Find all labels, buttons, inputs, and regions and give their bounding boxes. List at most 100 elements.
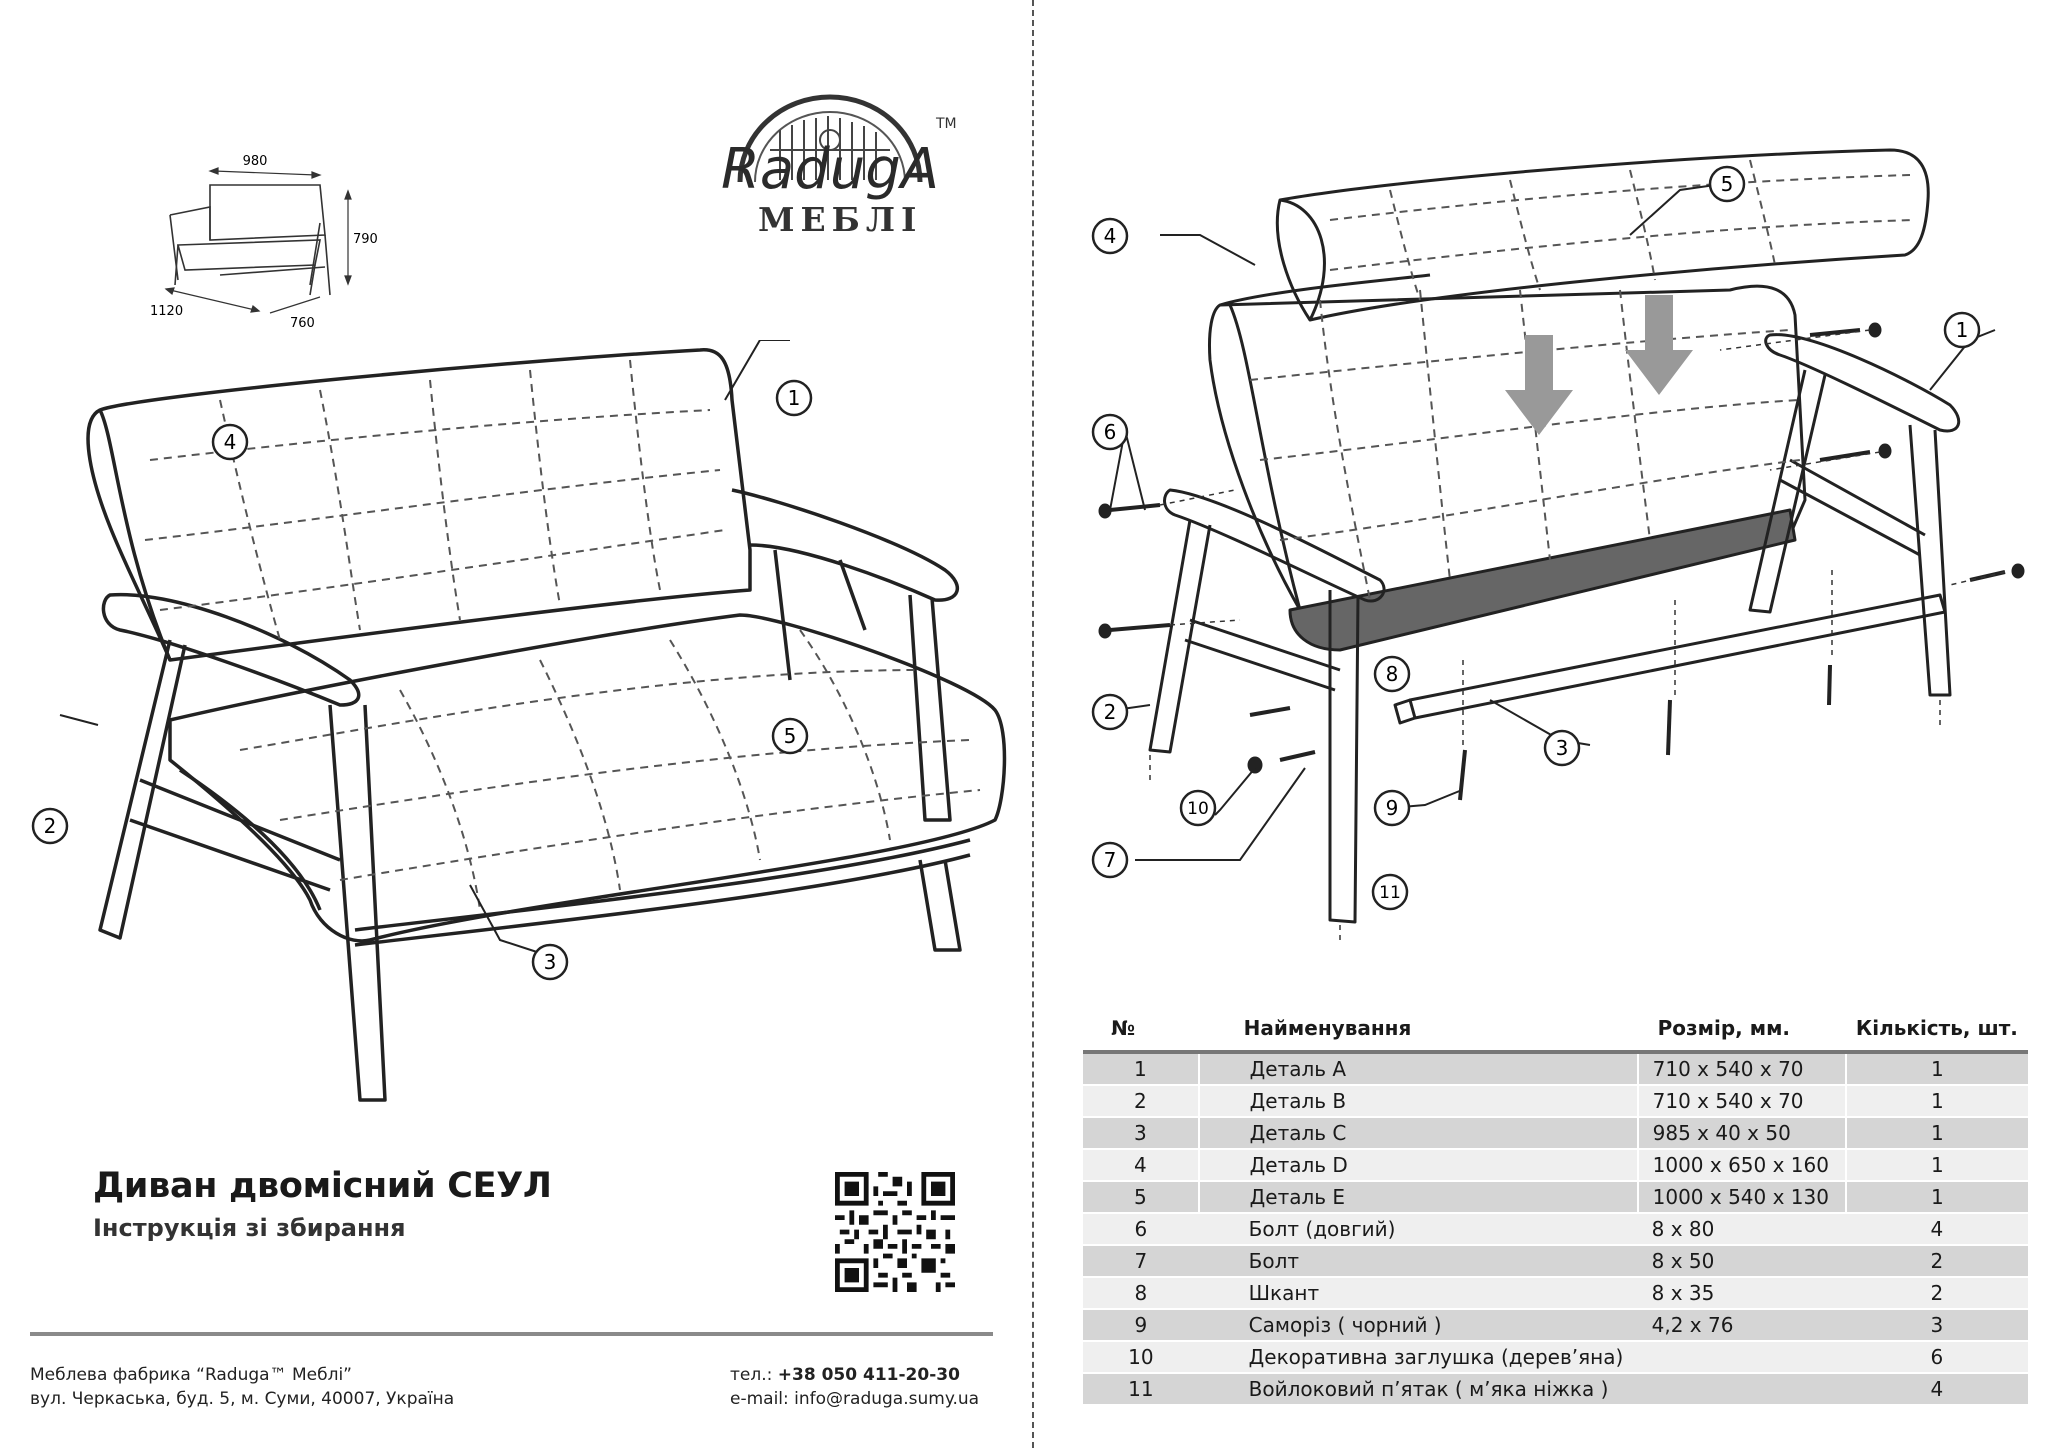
logo-text: RadugA: [721, 137, 939, 200]
svg-text:1: 1: [1956, 318, 1969, 342]
row-name: Саморіз ( чорний ): [1198, 1309, 1638, 1342]
right-callout-11: 11: [1371, 873, 1409, 911]
svg-text:1: 1: [788, 386, 801, 410]
logo-tm: TM: [935, 116, 957, 132]
svg-text:2: 2: [44, 814, 57, 838]
svg-text:6: 6: [1104, 420, 1117, 444]
email-address: info@raduga.sumy.ua: [794, 1389, 980, 1409]
row-size: 710 x 540 x 70: [1636, 1085, 1846, 1118]
footer-divider: [30, 1332, 993, 1336]
right-callout-5: 5: [1708, 165, 1746, 203]
row-qty: 1: [1844, 1085, 2028, 1118]
product-title: Диван двомісний СЕУЛ: [93, 1166, 552, 1206]
product-subtitle: Інструкція зі збирання: [93, 1214, 406, 1242]
qr-code: [835, 1172, 955, 1292]
row-no: 3: [1083, 1117, 1199, 1150]
row-size: 710 x 540 x 70: [1636, 1052, 1846, 1086]
row-name: Шкант: [1198, 1277, 1638, 1310]
footer-address: вул. Черкаська, буд. 5, м. Суми, 40007, …: [30, 1389, 455, 1409]
row-size: 8 x 50: [1637, 1245, 1846, 1278]
table-header-row: № Найменування Розмір, мм. Кількість, шт…: [1083, 1010, 2028, 1054]
row-no: 10: [1083, 1341, 1199, 1374]
header-qty: Кількість, шт.: [1845, 1010, 2028, 1054]
row-name: Декоративна заглушка (дерев’яна): [1198, 1341, 1846, 1374]
phone-number: +38 050 411-20-30: [777, 1365, 960, 1385]
svg-text:5: 5: [784, 724, 797, 748]
svg-text:3: 3: [544, 950, 557, 974]
svg-text:4: 4: [224, 430, 237, 454]
svg-text:11: 11: [1379, 883, 1401, 903]
svg-text:10: 10: [1187, 799, 1209, 819]
svg-text:8: 8: [1386, 662, 1399, 686]
row-size: 985 x 40 x 50: [1636, 1117, 1846, 1150]
row-name: Деталь D: [1197, 1149, 1638, 1182]
row-name: Болт (довгий): [1198, 1213, 1638, 1246]
dim-length: 1120: [150, 304, 183, 319]
row-qty: 4: [1845, 1373, 2028, 1406]
dimension-sketch: 980 790 1120 760: [150, 154, 378, 331]
right-callout-1: 1: [1943, 311, 1981, 349]
svg-text:7: 7: [1104, 848, 1117, 872]
row-qty: 2: [1845, 1245, 2028, 1278]
row-name: Войлоковий п’ятак ( м’яка ніжка ): [1198, 1373, 1846, 1406]
right-callout-8: 8: [1373, 655, 1411, 693]
right-callout-6: 6: [1091, 413, 1129, 451]
row-no: 1: [1083, 1052, 1199, 1086]
footer-phone: тел.: +38 050 411-20-30: [730, 1364, 960, 1387]
svg-text:2: 2: [1104, 700, 1117, 724]
svg-text:9: 9: [1386, 796, 1399, 820]
row-qty: 1: [1844, 1149, 2028, 1182]
row-no: 8: [1083, 1277, 1199, 1310]
page-fold-line: [1032, 0, 1034, 1448]
row-size: 4,2 x 76: [1637, 1309, 1846, 1342]
dim-depth: 760: [290, 316, 315, 331]
row-name: Деталь В: [1197, 1085, 1638, 1118]
row-no: 2: [1083, 1085, 1199, 1118]
right-callout-2: 2: [1091, 693, 1129, 731]
row-qty: 3: [1845, 1309, 2028, 1342]
svg-text:5: 5: [1721, 172, 1734, 196]
footer-email: e-mail: info@raduga.sumy.ua: [730, 1388, 979, 1411]
assembled-sofa-illustration: [59, 340, 1007, 1102]
row-qty: 1: [1844, 1052, 2028, 1086]
exploded-assembly-diagram: [1098, 148, 2025, 940]
row-qty: 4: [1845, 1213, 2028, 1246]
svg-text:4: 4: [1104, 224, 1117, 248]
parts-table: № Найменування Розмір, мм. Кількість, шт…: [1083, 1010, 2028, 1406]
svg-text:3: 3: [1556, 736, 1569, 760]
brand-subtitle: МЕБЛІ: [758, 200, 923, 239]
right-callout-10: 10: [1179, 789, 1217, 827]
left-callout-4: 4: [211, 423, 249, 461]
row-no: 11: [1083, 1373, 1199, 1406]
phone-label: тел.:: [730, 1365, 773, 1385]
right-callout-7: 7: [1091, 841, 1129, 879]
row-no: 9: [1083, 1309, 1199, 1342]
right-callout-9: 9: [1373, 789, 1411, 827]
row-name: Деталь А: [1197, 1052, 1638, 1086]
row-size: 8 x 35: [1637, 1277, 1846, 1310]
right-callout-3: 3: [1543, 729, 1581, 767]
header-size: Розмір, мм.: [1637, 1010, 1846, 1054]
row-no: 4: [1083, 1149, 1199, 1182]
row-name: Деталь С: [1197, 1117, 1638, 1150]
dim-width: 980: [243, 154, 268, 169]
row-size: 1000 x 650 x 160: [1636, 1149, 1846, 1182]
row-qty: 6: [1845, 1341, 2028, 1374]
row-qty: 1: [1844, 1117, 2028, 1150]
header-name: Найменування: [1198, 1010, 1638, 1054]
row-size: 8 x 80: [1637, 1213, 1846, 1246]
left-callout-1: 1: [775, 379, 813, 417]
header-no: №: [1083, 1010, 1199, 1054]
footer-company: Меблева фабрика “Raduga™ Меблі”: [30, 1365, 352, 1385]
row-no: 6: [1083, 1213, 1199, 1246]
row-name: Болт: [1198, 1245, 1638, 1278]
